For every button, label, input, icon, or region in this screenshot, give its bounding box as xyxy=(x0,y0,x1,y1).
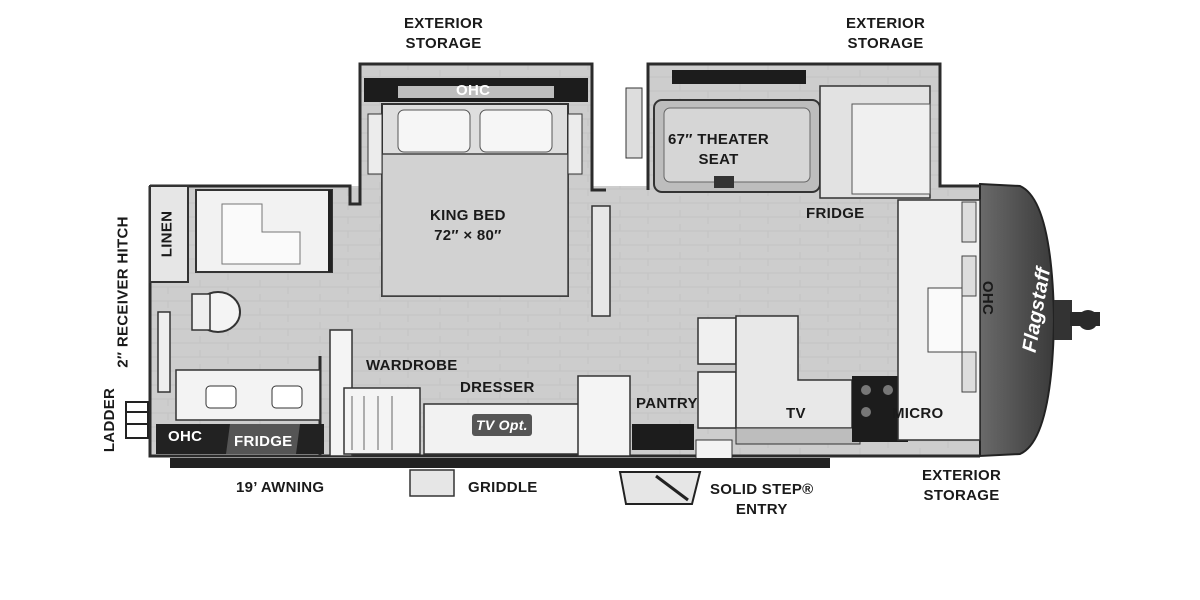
ladder xyxy=(125,401,149,439)
awning-rail xyxy=(170,458,830,497)
label-ohc-front: OHC xyxy=(979,280,997,316)
bedroom xyxy=(329,78,611,457)
fridge-area xyxy=(819,85,931,199)
label-micro: MICRO xyxy=(892,405,944,422)
bathroom xyxy=(149,185,333,456)
entry-steps xyxy=(618,439,733,505)
label-ladder: LADDER xyxy=(101,387,119,453)
label-ohc-bedroom: OHC xyxy=(456,82,491,99)
wardrobe-dresser xyxy=(343,375,631,457)
kitchen xyxy=(632,199,981,450)
label-tv-opt: TV Opt. xyxy=(476,417,528,433)
label-linen: LINEN xyxy=(158,210,176,258)
theater-seat xyxy=(625,70,821,193)
label-awning: 19’ AWNING xyxy=(236,479,325,496)
label-tv: TV xyxy=(786,405,806,422)
front-cap xyxy=(979,182,1100,458)
label-fridge-rear: FRIDGE xyxy=(234,433,293,450)
label-fridge-top: FRIDGE xyxy=(806,205,865,222)
label-dresser: DRESSER xyxy=(460,379,535,396)
label-wardrobe: WARDROBE xyxy=(366,357,458,374)
label-griddle: GRIDDLE xyxy=(468,479,538,496)
label-pantry: PANTRY xyxy=(636,395,698,412)
label-solid-step-entry: SOLID STEP®ENTRY xyxy=(710,481,814,518)
label-ohc-rear: OHC xyxy=(168,428,203,445)
label-receiver-hitch: 2″ RECEIVER HITCH xyxy=(114,216,132,368)
